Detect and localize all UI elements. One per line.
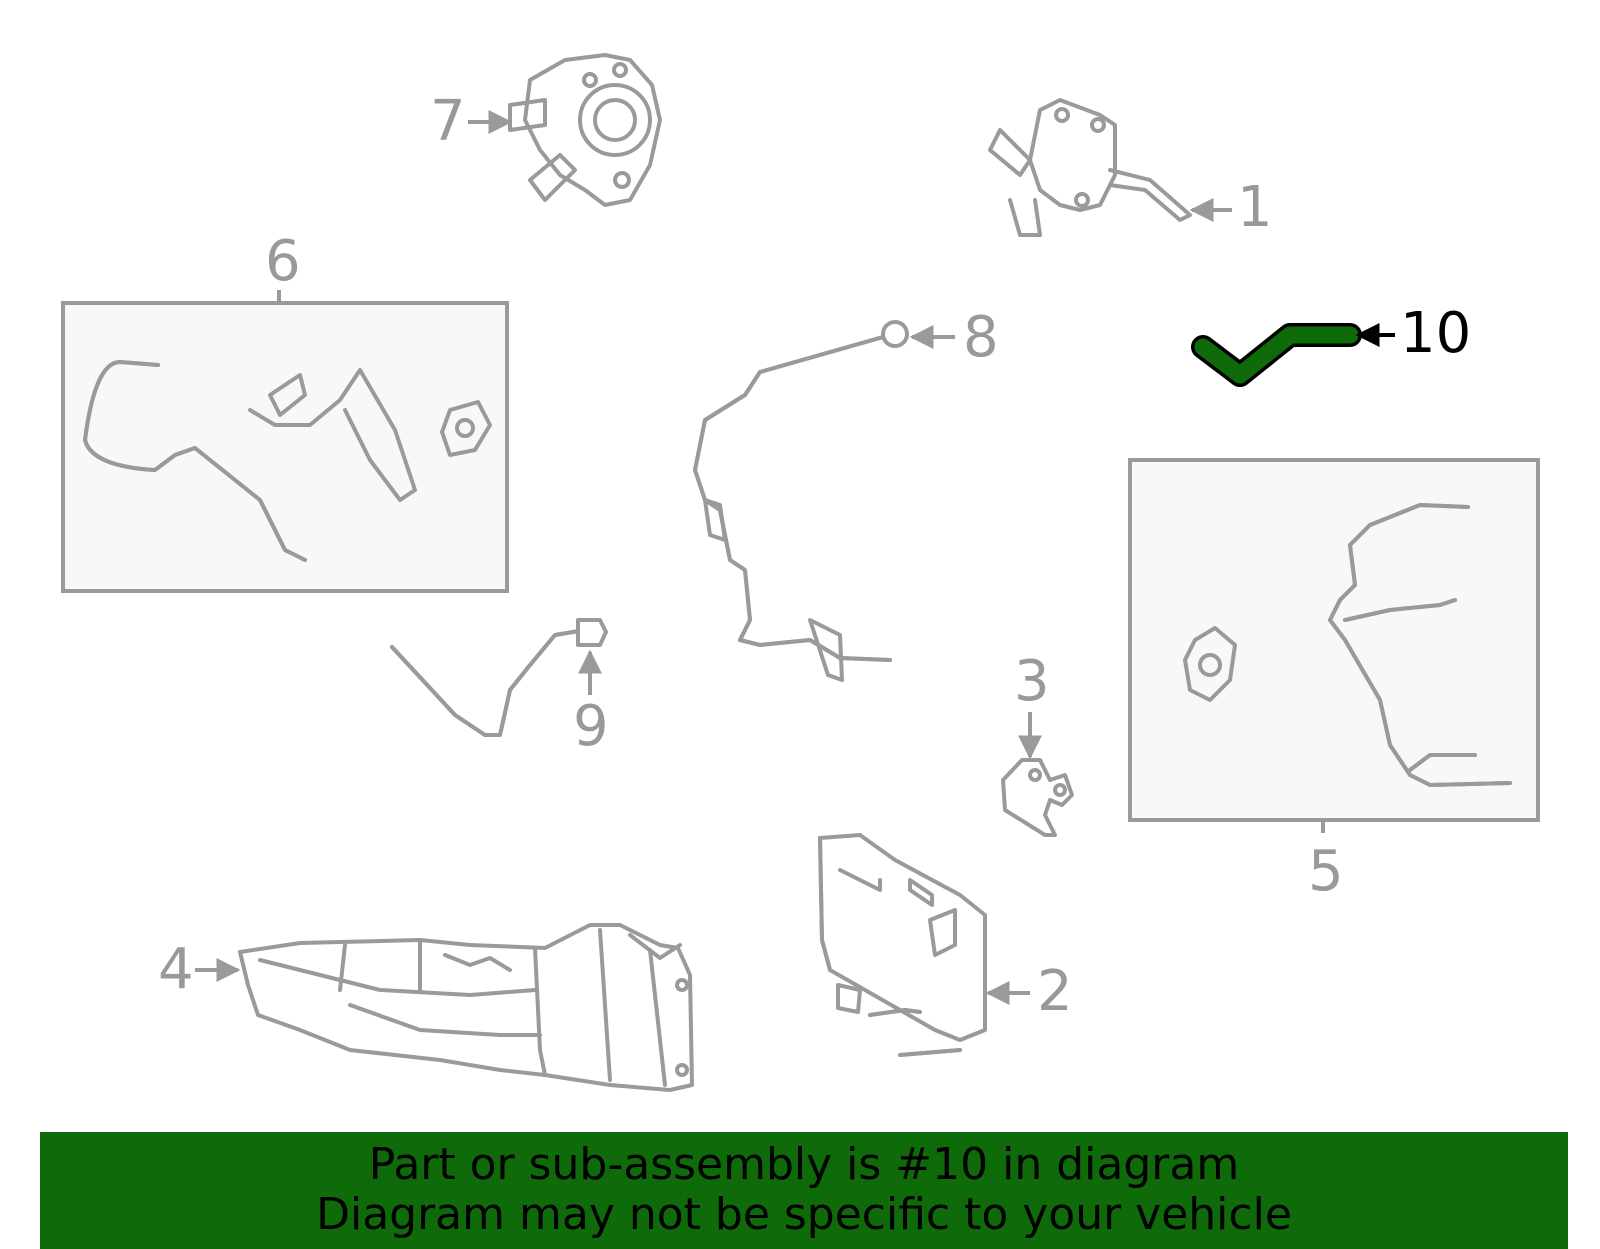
banner-line-2: Diagram may not be specific to your vehi…	[316, 1189, 1292, 1240]
callout-4: 4	[158, 937, 194, 1002]
part-7-housing[interactable]	[508, 53, 662, 207]
part-10-hose-highlighted[interactable]	[1191, 323, 1362, 387]
callout-1: 1	[1237, 175, 1273, 240]
part-2-cooler[interactable]	[818, 833, 987, 1057]
callout-7: 7	[430, 89, 466, 154]
part-6-hoses	[83, 360, 492, 562]
part-5-hoses	[1183, 503, 1512, 787]
banner-line-1: Part or sub-assembly is #10 in diagram	[368, 1139, 1240, 1190]
part-9-pipe[interactable]	[390, 618, 608, 737]
callout-2: 2	[1037, 959, 1073, 1024]
callout-10: 10	[1400, 301, 1471, 366]
part-1-thermostat-housing[interactable]	[988, 98, 1192, 237]
callout-5: 5	[1308, 839, 1344, 904]
callout-9: 9	[573, 694, 609, 759]
callout-3: 3	[1014, 649, 1050, 714]
part-4-air-duct[interactable]	[238, 923, 694, 1092]
callout-8: 8	[963, 305, 999, 370]
part-8-pipe[interactable]	[693, 320, 909, 682]
info-banner: Part or sub-assembly is #10 in diagram D…	[40, 1132, 1568, 1249]
part-6-box[interactable]	[61, 301, 509, 593]
part-5-box[interactable]	[1128, 458, 1540, 822]
part-3-bracket[interactable]	[1001, 758, 1074, 837]
callout-6: 6	[265, 229, 301, 294]
